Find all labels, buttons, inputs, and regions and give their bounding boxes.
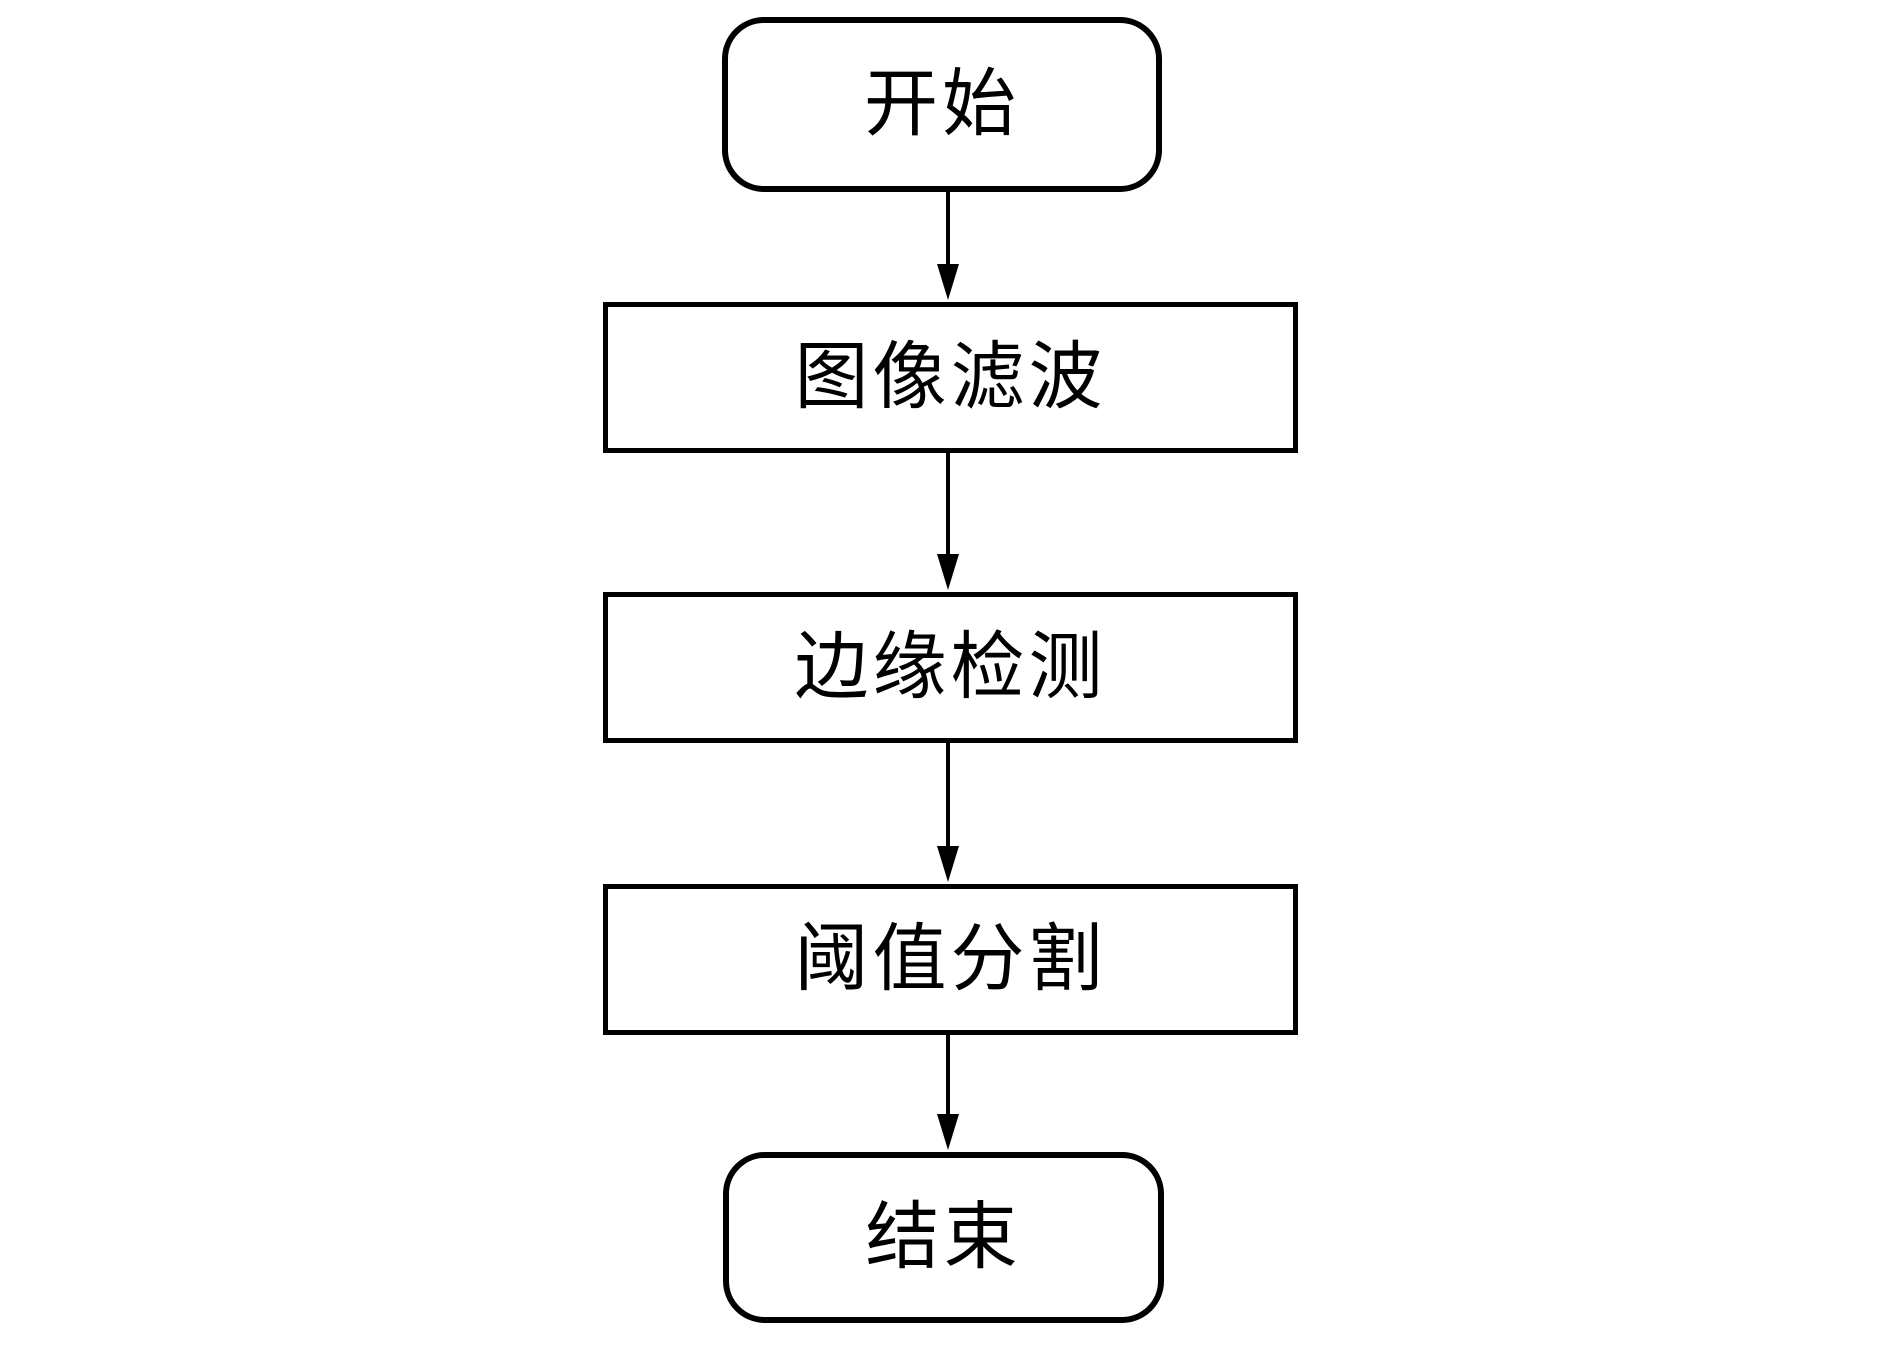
arrow-shaft xyxy=(946,743,950,846)
flow-node-threshold-segmentation-label: 阈值分割 xyxy=(794,918,1107,1001)
flow-node-edge-detection-label: 边缘检测 xyxy=(794,626,1107,709)
flow-node-start-label: 开始 xyxy=(864,63,1020,146)
flow-node-end: 结束 xyxy=(723,1152,1164,1323)
flow-node-image-filtering: 图像滤波 xyxy=(603,302,1298,453)
arrowhead-down-icon xyxy=(937,1114,959,1150)
arrow-image-filtering-to-edge-detection xyxy=(935,453,961,590)
flow-node-image-filtering-label: 图像滤波 xyxy=(794,336,1107,419)
arrow-shaft xyxy=(946,192,950,264)
arrowhead-down-icon xyxy=(937,554,959,590)
arrow-start-to-image-filtering xyxy=(935,192,961,300)
arrowhead-down-icon xyxy=(937,264,959,300)
flow-node-end-label: 结束 xyxy=(865,1196,1022,1279)
arrowhead-down-icon xyxy=(937,846,959,882)
flow-node-threshold-segmentation: 阈值分割 xyxy=(603,884,1298,1035)
arrow-shaft xyxy=(946,1035,950,1114)
arrow-edge-detection-to-threshold-segmentation xyxy=(935,743,961,882)
arrow-shaft xyxy=(946,453,950,554)
flow-node-start: 开始 xyxy=(722,17,1162,192)
flow-node-edge-detection: 边缘检测 xyxy=(603,592,1298,743)
arrow-threshold-segmentation-to-end xyxy=(935,1035,961,1150)
